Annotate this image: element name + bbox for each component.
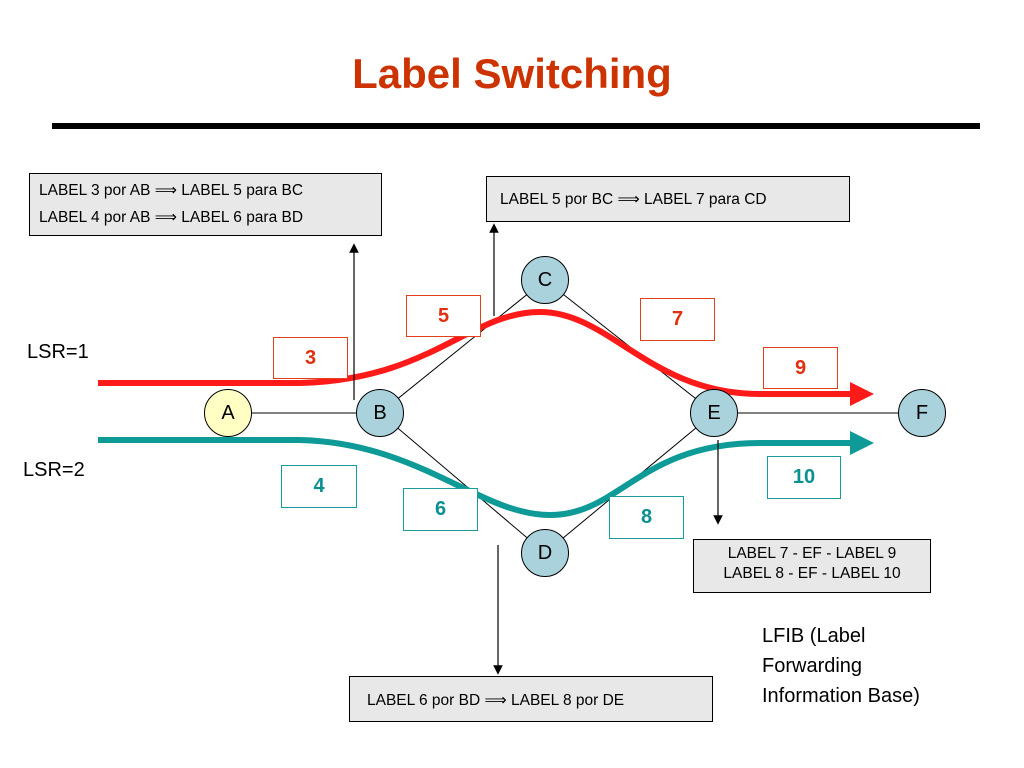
label-3: 3 <box>273 337 348 379</box>
node-a: A <box>204 389 252 437</box>
node-f: F <box>898 389 946 437</box>
label-6: 6 <box>403 488 478 531</box>
lfib-caption-line3: Information Base) <box>762 685 920 707</box>
label-7: 7 <box>640 298 715 341</box>
link-bd <box>379 412 546 554</box>
node-c: C <box>521 256 569 304</box>
lsr1-path <box>98 308 874 406</box>
lfib-c-line1: LABEL 5 por BC ⟹ LABEL 7 para CD <box>500 191 767 208</box>
lfib-d-line1: LABEL 6 por BD ⟹ LABEL 8 por DE <box>367 692 625 709</box>
lfib-box-e: LABEL 7 - EF - LABEL 9 LABEL 8 - EF - LA… <box>693 539 931 593</box>
lfib-box-c: LABEL 5 por BC ⟹ LABEL 7 para CD <box>486 176 850 222</box>
lfib-e-line1: LABEL 7 - EF - LABEL 9 <box>727 545 897 562</box>
lsr2-label: LSR=2 <box>23 459 85 481</box>
lfib-caption-line1: LFIB (Label <box>762 625 866 647</box>
node-d: D <box>521 529 569 577</box>
lfib-box-b: LABEL 3 por AB ⟹ LABEL 5 para BC LABEL 4… <box>29 173 382 236</box>
link-bc <box>379 279 546 414</box>
lfib-box-d: LABEL 6 por BD ⟹ LABEL 8 por DE <box>349 676 713 722</box>
node-e: E <box>690 389 738 437</box>
label-8: 8 <box>609 496 684 539</box>
lfib-b-line2: LABEL 4 por AB ⟹ LABEL 6 para BD <box>39 209 304 226</box>
label-4: 4 <box>281 465 357 508</box>
page-title: Label Switching <box>352 50 672 97</box>
lfib-caption-line2: Forwarding <box>762 655 863 677</box>
lfib-caption: LFIB (Label Forwarding Information Base) <box>762 621 920 711</box>
lfib-e-line2: LABEL 8 - EF - LABEL 10 <box>723 565 901 582</box>
label-9: 9 <box>763 347 838 389</box>
lfib-b-line1: LABEL 3 por AB ⟹ LABEL 5 para BC <box>39 182 304 199</box>
lsr2-path <box>98 431 874 519</box>
title-rule <box>52 123 980 129</box>
label-5: 5 <box>406 295 481 337</box>
label-10: 10 <box>767 456 841 499</box>
lsr1-label: LSR=1 <box>27 341 89 363</box>
node-b: B <box>356 389 404 437</box>
